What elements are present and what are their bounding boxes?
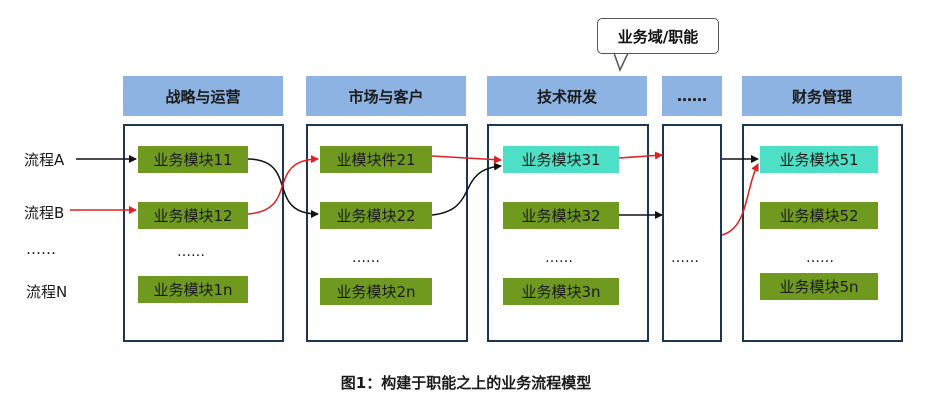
header-ellipsis: …… — [662, 76, 722, 116]
flow-label-b: 流程B — [24, 204, 65, 222]
flow-b-arrow-4 — [618, 151, 663, 160]
module-3n: 业务模块3n — [503, 278, 619, 305]
header-tech-rnd: 技术研发 — [487, 76, 647, 116]
module-2n: 业务模块2n — [320, 278, 432, 305]
module-5n: 业务模块5n — [760, 273, 878, 300]
ellipsis-col3: …… — [545, 250, 573, 266]
module-52: 业务模块52 — [760, 202, 878, 229]
ellipsis-col4: …… — [671, 250, 699, 266]
module-1n: 业务模块1n — [138, 276, 248, 303]
figure-caption: 图1：构建于职能之上的业务流程模型 — [340, 374, 592, 392]
flow-b-arrow-2 — [247, 155, 319, 215]
ellipsis-col5: …… — [806, 250, 834, 266]
header-strategy-operations: 战略与运营 — [123, 76, 283, 116]
column-ellipsis — [662, 124, 722, 342]
module-21: 业模块件21 — [320, 146, 432, 173]
module-11: 业务模块11 — [138, 146, 248, 173]
flow-label-a: 流程A — [24, 151, 65, 169]
flow-b-arrow-5 — [721, 163, 759, 236]
module-51: 业务模块51 — [760, 146, 878, 173]
flow-a-arrow-3 — [431, 162, 502, 216]
ellipsis-col2: …… — [352, 250, 380, 266]
ellipsis-col1: …… — [177, 244, 205, 260]
domain-callout: 业务域/职能 — [597, 18, 719, 54]
module-12: 业务模块12 — [138, 202, 248, 229]
flow-label-ellipsis: …… — [26, 240, 56, 258]
header-finance: 财务管理 — [742, 76, 902, 116]
module-32: 业务模块32 — [503, 202, 619, 229]
flow-b-arrow-3 — [431, 155, 502, 164]
flow-label-n: 流程N — [26, 283, 68, 301]
module-31: 业务模块31 — [503, 146, 619, 173]
module-22: 业务模块22 — [320, 202, 432, 229]
header-market-customer: 市场与客户 — [306, 76, 466, 116]
